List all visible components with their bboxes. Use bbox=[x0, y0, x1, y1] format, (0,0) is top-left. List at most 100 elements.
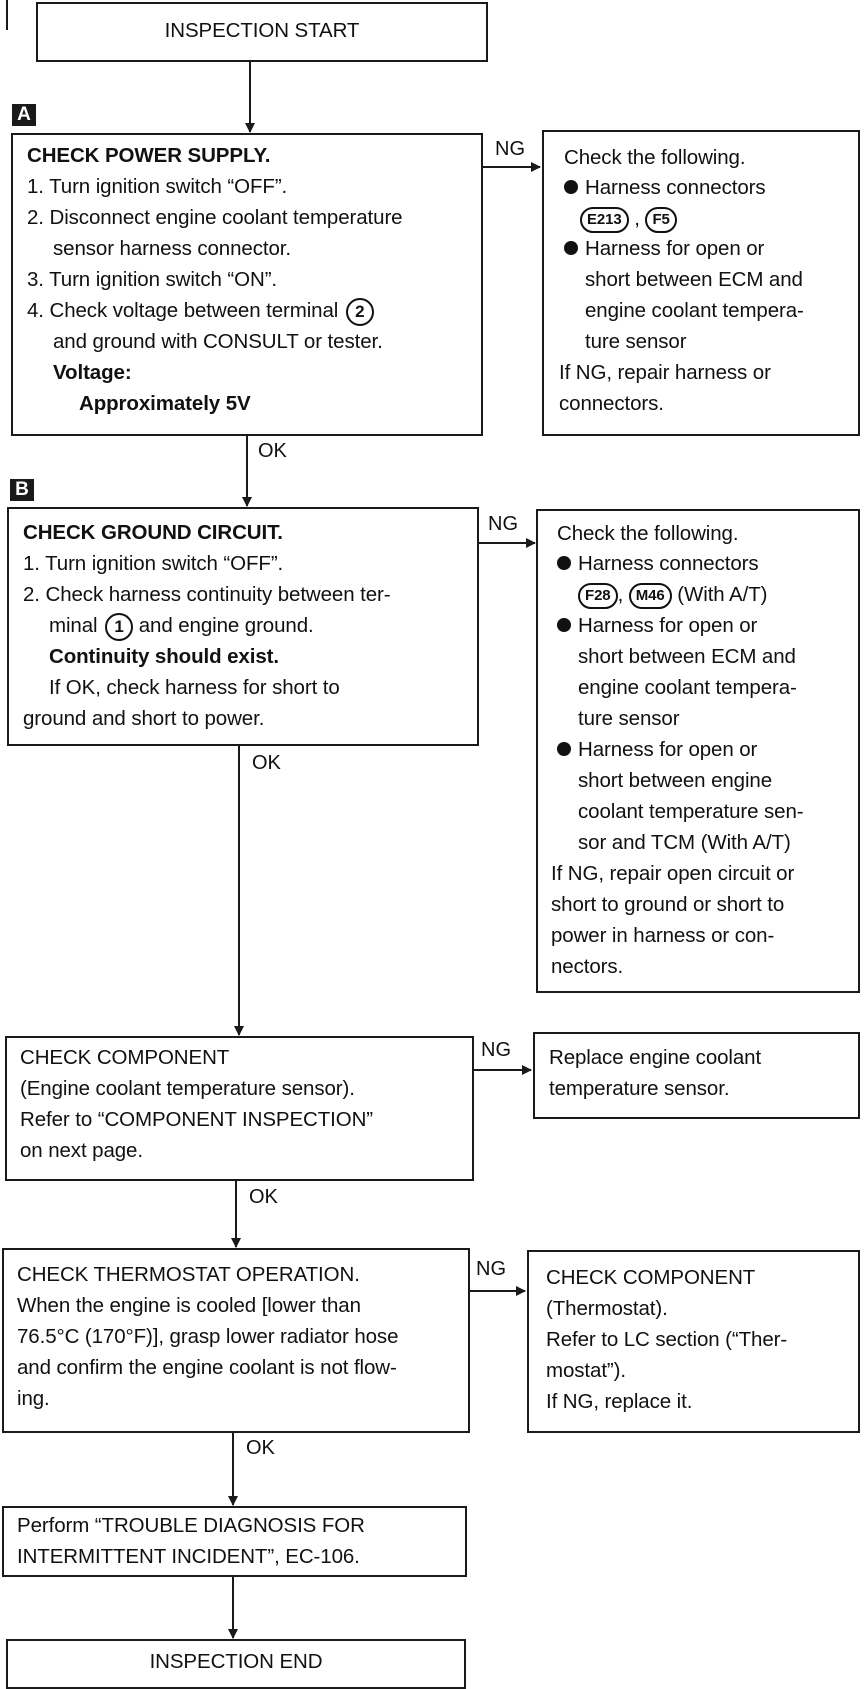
check-component-sensor-box bbox=[5, 1036, 474, 1181]
ng-b-item-cont: engine coolant tempera- bbox=[578, 676, 797, 699]
step-d-line: When the engine is cooled [lower than bbox=[17, 1294, 361, 1317]
ng-b-item-cont: short between ECM and bbox=[578, 645, 796, 668]
ng-label-c: NG bbox=[481, 1039, 511, 1061]
connector-separator: , bbox=[634, 207, 640, 230]
inspection-start-box bbox=[36, 2, 488, 62]
ng-b-item-text: Harness for open or bbox=[578, 738, 758, 761]
step-b-line: ground and short to power. bbox=[23, 707, 265, 730]
trouble-diagnosis-box bbox=[2, 1506, 467, 1577]
step-e-line: Perform “TROUBLE DIAGNOSIS FOR bbox=[17, 1514, 365, 1537]
step-tag-a: A bbox=[12, 104, 36, 126]
ng-b-line: Check the following. bbox=[557, 522, 739, 545]
step-a-spec-value: Approximately 5V bbox=[79, 392, 251, 415]
step-b-title: CHECK GROUND CIRCUIT. bbox=[23, 521, 283, 544]
check-power-supply-box bbox=[11, 133, 483, 436]
step-c-line: Refer to “COMPONENT INSPECTION” bbox=[20, 1108, 374, 1131]
ng-c-line: Replace engine coolant bbox=[549, 1046, 762, 1069]
step-c-line: CHECK COMPONENT bbox=[20, 1046, 230, 1069]
ng-a-item-cont: ture sensor bbox=[585, 330, 687, 353]
ng-b-line: If NG, repair open circuit or bbox=[551, 862, 795, 885]
ng-a-line: connectors. bbox=[559, 392, 664, 415]
step-d-line: and confirm the engine coolant is not fl… bbox=[17, 1356, 397, 1379]
bullet-icon bbox=[564, 240, 578, 255]
step-tag-b: B bbox=[10, 479, 34, 501]
connector-f5-badge: F5 bbox=[645, 206, 677, 233]
step-a-line-text: 4. Check voltage between terminal bbox=[27, 299, 339, 322]
connector-m46-badge: M46 bbox=[628, 582, 672, 609]
check-thermostat-operation-box bbox=[2, 1248, 470, 1433]
step-b-line-text: and engine ground. bbox=[138, 614, 314, 637]
ng-c-line: temperature sensor. bbox=[549, 1077, 730, 1100]
terminal-2-badge: 2 bbox=[345, 297, 374, 326]
ng-b-connectors: F28, M46 (With A/T) bbox=[578, 580, 767, 610]
ng-d-line: Refer to LC section (“Ther- bbox=[546, 1328, 788, 1351]
step-a-line: 3. Turn ignition switch “ON”. bbox=[27, 268, 278, 291]
ng-d-line: CHECK COMPONENT bbox=[546, 1266, 756, 1289]
step-b-spec: Continuity should exist. bbox=[49, 645, 279, 668]
step-a-title: CHECK POWER SUPPLY. bbox=[27, 144, 271, 167]
ng-b-item: Harness for open or bbox=[557, 611, 757, 641]
ng-b-line: power in harness or con- bbox=[551, 924, 775, 947]
step-d-line: ing. bbox=[17, 1387, 50, 1410]
ng-c-box bbox=[533, 1032, 860, 1119]
step-b-line: 1. Turn ignition switch “OFF”. bbox=[23, 552, 284, 575]
ng-a-item: Harness connectors bbox=[564, 173, 766, 203]
ng-d-line: mostat”). bbox=[546, 1359, 626, 1382]
ng-a-line: Check the following. bbox=[564, 146, 746, 169]
ng-label-a: NG bbox=[495, 138, 525, 160]
ng-a-item-cont: short between ECM and bbox=[585, 268, 803, 291]
bullet-icon bbox=[557, 555, 571, 570]
ng-b-item-cont: coolant temperature sen- bbox=[578, 800, 804, 823]
step-b-line: If OK, check harness for short to bbox=[49, 676, 340, 699]
bullet-icon bbox=[557, 617, 571, 632]
inspection-end-label: INSPECTION END bbox=[149, 1650, 323, 1673]
ng-a-box bbox=[542, 130, 860, 436]
step-b-line: minal 1 and engine ground. bbox=[49, 611, 314, 641]
step-d-line: CHECK THERMOSTAT OPERATION. bbox=[17, 1263, 360, 1286]
ng-d-box bbox=[527, 1250, 860, 1433]
bullet-icon bbox=[557, 741, 571, 756]
step-b-line: 2. Check harness continuity between ter- bbox=[23, 583, 391, 606]
ng-d-line: (Thermostat). bbox=[546, 1297, 668, 1320]
terminal-1-badge: 1 bbox=[105, 612, 134, 641]
ng-b-item-cont: ture sensor bbox=[578, 707, 680, 730]
ng-label-d: NG bbox=[476, 1258, 506, 1280]
ng-a-connectors: E213 , F5 bbox=[580, 204, 677, 234]
ok-label-b: OK bbox=[252, 752, 281, 774]
connector-e213-badge: E213 bbox=[580, 206, 629, 233]
ng-label-b: NG bbox=[488, 513, 518, 535]
ng-b-item-text: Harness for open or bbox=[578, 614, 758, 637]
ok-label-c: OK bbox=[249, 1186, 278, 1208]
step-e-line: INTERMITTENT INCIDENT”, EC-106. bbox=[17, 1545, 360, 1568]
ng-b-item-text: Harness connectors bbox=[578, 552, 759, 575]
ng-b-line: nectors. bbox=[551, 955, 624, 978]
step-a-line: sensor harness connector. bbox=[53, 237, 291, 260]
step-a-line: and ground with CONSULT or tester. bbox=[53, 330, 383, 353]
ng-b-item: Harness for open or bbox=[557, 735, 757, 765]
step-b-line-text: minal bbox=[49, 614, 98, 637]
step-c-line: (Engine coolant temperature sensor). bbox=[20, 1077, 355, 1100]
step-d-line: 76.5°C (170°F)], grasp lower radiator ho… bbox=[17, 1325, 399, 1348]
ng-a-item: Harness for open or bbox=[564, 234, 764, 264]
ok-label-a: OK bbox=[258, 440, 287, 462]
step-a-line: 1. Turn ignition switch “OFF”. bbox=[27, 175, 288, 198]
ng-a-item-cont: engine coolant tempera- bbox=[585, 299, 804, 322]
ng-d-line: If NG, replace it. bbox=[546, 1390, 693, 1413]
connector-f28-badge: F28 bbox=[578, 582, 618, 609]
ng-b-line: short to ground or short to bbox=[551, 893, 785, 916]
ng-b-item-cont: short between engine bbox=[578, 769, 773, 792]
ng-a-item-text: Harness connectors bbox=[585, 176, 766, 199]
bullet-icon bbox=[564, 179, 578, 194]
ng-b-item: Harness connectors bbox=[557, 549, 759, 579]
ng-a-line: If NG, repair harness or bbox=[559, 361, 771, 384]
inspection-start-label: INSPECTION START bbox=[164, 19, 360, 42]
step-a-line: 4. Check voltage between terminal 2 bbox=[27, 296, 374, 326]
ng-a-item-text: Harness for open or bbox=[585, 237, 765, 260]
step-c-line: on next page. bbox=[20, 1139, 143, 1162]
step-a-spec-label: Voltage: bbox=[53, 361, 132, 384]
ng-b-item-cont: sor and TCM (With A/T) bbox=[578, 831, 791, 854]
connector-note: (With A/T) bbox=[677, 583, 768, 606]
check-ground-circuit-box bbox=[7, 507, 479, 746]
